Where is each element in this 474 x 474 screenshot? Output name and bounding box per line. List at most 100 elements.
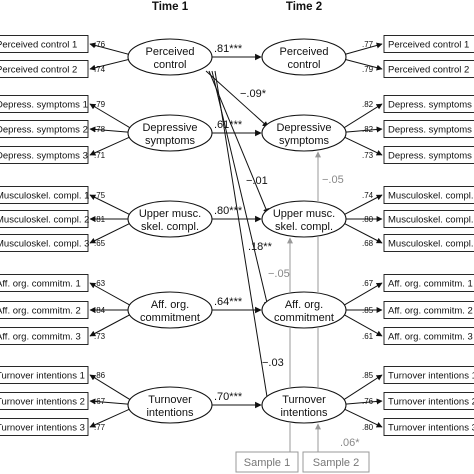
sample-2-label: Sample 2 [313, 457, 359, 469]
stability-coefficient: .64*** [214, 296, 243, 308]
t2-latent-label: Depressive [276, 122, 331, 134]
t1-indicator-label: Aff. org. commitm. 3 [0, 332, 81, 343]
t2-indicator-box [383, 60, 474, 78]
t2-latent-ellipse [261, 386, 347, 424]
t2-indicator-box [383, 186, 474, 204]
t1-indicator-box [0, 274, 89, 292]
t1-indicator-label: Musculoskel. compl. 3 [0, 239, 89, 250]
t2-indicator-box [383, 301, 474, 319]
t1-indicator-label: Musculoskel. compl. 1 [0, 191, 89, 202]
t1-loading-value: .77 [94, 423, 106, 432]
t1-latent-label: Turnover [148, 394, 192, 406]
sample-path-coefficient: −.05 [268, 268, 290, 280]
t1-loading-value: .76 [94, 40, 106, 49]
t2-loading-value: .82 [362, 125, 374, 134]
t1-loading-arrow [89, 314, 131, 337]
t2-loading-arrow [343, 398, 383, 405]
t1-loading-arrow [89, 126, 131, 133]
t1-loading-arrow [89, 374, 131, 401]
t1-indicator-label: Turnover intentions 1 [0, 371, 85, 382]
stability-coefficient: .61*** [214, 119, 243, 131]
t1-loading-value: .75 [94, 191, 106, 200]
t1-latent-ellipse [127, 386, 213, 424]
sample-2-box [302, 451, 370, 473]
t1-indicator-box [0, 366, 89, 384]
t2-latent-label: commitment [274, 312, 334, 324]
t2-loading-arrow [343, 282, 383, 306]
t2-indicator-box [383, 418, 474, 436]
t1-indicator-box [0, 60, 89, 78]
t2-loading-arrow [343, 126, 383, 133]
t2-indicator-box [383, 210, 474, 228]
t2-indicator-label: Aff. org. commitm. 2 [388, 306, 473, 317]
t1-indicator-box [0, 95, 89, 113]
t2-loading-arrow [343, 222, 383, 244]
t2-indicator-box [383, 234, 474, 252]
t2-loading-value: .61 [362, 332, 374, 341]
t1-loading-arrow [89, 136, 131, 156]
t1-loading-arrow [89, 58, 131, 71]
t2-loading-arrow [343, 408, 383, 428]
t1-loading-arrow [89, 194, 131, 216]
t2-indicator-label: Musculoskel. compl. 2 [388, 215, 474, 226]
stability-coefficient: .70*** [214, 391, 243, 403]
t2-latent-label: Perceived [280, 46, 329, 58]
t1-latent-label: Depressive [142, 122, 197, 134]
sample-1-box [235, 451, 299, 473]
t2-loading-value: .74 [362, 191, 374, 200]
t1-indicator-label: Aff. org. commitm. 2 [0, 306, 81, 317]
t1-latent-label: control [153, 59, 186, 71]
t2-loading-value: .85 [362, 371, 374, 380]
cross-lagged-coefficient: .18** [248, 241, 273, 253]
t1-indicator-label: Depress. symptoms 3 [0, 151, 88, 162]
t1-latent-ellipse [127, 114, 213, 152]
sample-path-coefficient: −.05 [322, 174, 344, 186]
t2-latent-ellipse [261, 291, 347, 329]
t1-loading-value: .65 [94, 239, 106, 248]
t1-indicator-label: Perceived control 1 [0, 40, 77, 51]
t1-indicator-box [0, 418, 89, 436]
t2-indicator-label: Turnover intentions 2 [388, 397, 474, 408]
t2-loading-arrow [343, 103, 383, 129]
t2-latent-label: Upper musc. [273, 208, 335, 220]
t2-latent-ellipse [261, 200, 347, 238]
t2-indicator-label: Perceived control 1 [388, 40, 469, 51]
t2-indicator-box [383, 327, 474, 345]
t1-loading-value: .67 [94, 397, 106, 406]
t1-loading-arrow [89, 103, 131, 129]
t1-loading-value: .86 [94, 371, 106, 380]
t1-indicator-box [0, 186, 89, 204]
t2-loading-value: .73 [362, 151, 374, 160]
t1-indicator-label: Perceived control 2 [0, 65, 77, 76]
t2-loading-arrow [343, 194, 383, 216]
sample-1-label: Sample 1 [244, 457, 290, 469]
t1-indicator-label: Turnover intentions 3 [0, 423, 85, 434]
cross-lagged-path [214, 70, 271, 404]
t2-indicator-label: Musculoskel. compl. 1 [388, 191, 474, 202]
t1-indicator-box [0, 392, 89, 410]
t2-loading-value: .77 [362, 40, 374, 49]
time1-header: Time 1 [152, 1, 189, 13]
t1-loading-value: .79 [94, 100, 106, 109]
t2-loading-arrow [343, 374, 383, 401]
t1-latent-ellipse [127, 291, 213, 329]
t2-indicator-label: Perceived control 2 [388, 65, 469, 76]
t2-latent-label: symptoms [279, 135, 330, 147]
t2-latent-label: skel. compl. [275, 221, 333, 233]
t1-loading-arrow [89, 408, 131, 428]
t1-loading-value: .84 [94, 306, 106, 315]
t1-indicator-box [0, 146, 89, 164]
t2-latent-ellipse [261, 114, 347, 152]
t1-loading-value: .73 [94, 332, 106, 341]
t2-loading-arrow [343, 58, 383, 71]
t1-latent-ellipse [127, 38, 213, 76]
t1-loading-arrow [89, 42, 131, 56]
cross-lagged-coefficient: −.03 [262, 357, 284, 369]
sample-path-coefficient: .06* [340, 437, 360, 449]
t1-latent-label: skel. compl. [141, 221, 199, 233]
t2-latent-label: intentions [280, 407, 328, 419]
t2-indicator-label: Aff. org. commitm. 3 [388, 332, 473, 343]
t2-indicator-box [383, 366, 474, 384]
